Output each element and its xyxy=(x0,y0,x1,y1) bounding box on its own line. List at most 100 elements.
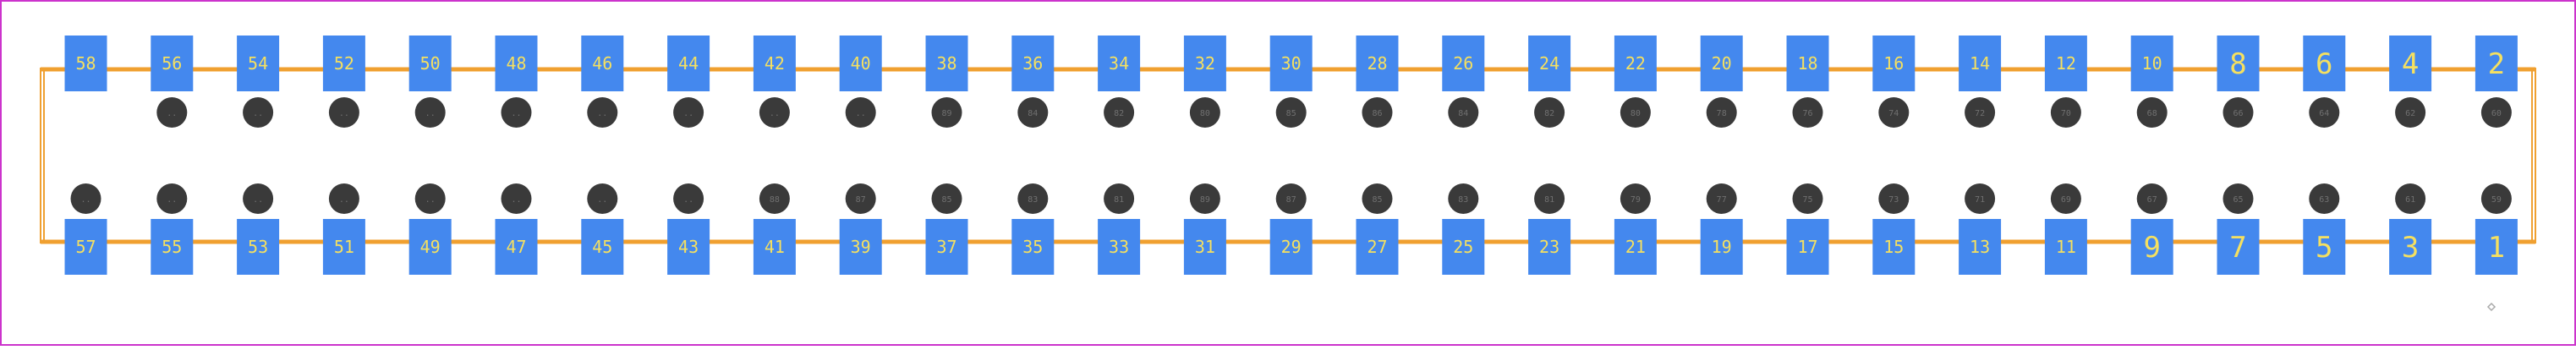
drill-hole-body xyxy=(1965,183,1996,214)
pad: 48 xyxy=(495,36,538,91)
drill-hole: .. xyxy=(243,183,274,214)
drill-hole-body xyxy=(1878,97,1910,128)
pad: 40 xyxy=(839,36,882,91)
pad-label: 35 xyxy=(1022,237,1043,257)
drill-hole-body xyxy=(759,97,790,128)
pad: 5 xyxy=(2303,219,2346,275)
pad-body xyxy=(753,219,796,275)
pad-label: 21 xyxy=(1625,237,1646,257)
pad-body xyxy=(1872,219,1916,275)
pad: 16 xyxy=(1872,36,1916,91)
drill-hole-body xyxy=(931,183,962,214)
drill-hole-body xyxy=(2395,97,2426,128)
pad-label: 40 xyxy=(851,53,871,74)
pad: 43 xyxy=(667,219,710,275)
drill-hole-label: .. xyxy=(511,109,521,118)
pad-label: 13 xyxy=(1970,237,1990,257)
drill-hole: 72 xyxy=(1965,97,1996,128)
drill-hole-body xyxy=(2480,183,2512,214)
pad: 23 xyxy=(1528,219,1571,275)
drill-hole: 67 xyxy=(2136,183,2168,214)
drill-hole-body xyxy=(673,97,704,128)
pad-label: 38 xyxy=(936,53,956,74)
drill-hole-label: 87 xyxy=(856,195,866,205)
drill-hole: .. xyxy=(845,97,876,128)
pad-body xyxy=(408,219,452,275)
pad: 6 xyxy=(2303,36,2346,91)
drill-hole: 87 xyxy=(845,183,876,214)
drill-hole-body xyxy=(1878,183,1910,214)
pad-body xyxy=(1356,219,1399,275)
pad: 55 xyxy=(151,219,194,275)
drill-hole: 82 xyxy=(1534,97,1565,128)
drill-hole: .. xyxy=(759,97,790,128)
drill-hole: 78 xyxy=(1706,97,1737,128)
drill-hole: 82 xyxy=(1104,97,1135,128)
drill-hole: 86 xyxy=(1362,97,1393,128)
pad: 27 xyxy=(1356,219,1399,275)
drill-hole-body xyxy=(845,183,876,214)
pad-label: 19 xyxy=(1712,237,1732,257)
drill-hole-body xyxy=(1275,97,1307,128)
drill-hole-label: 89 xyxy=(1200,195,1210,205)
drill-hole-body xyxy=(1448,97,1479,128)
pad-label: 34 xyxy=(1109,53,1129,74)
pad-label: 9 xyxy=(2143,231,2160,265)
drill-hole-label: 89 xyxy=(941,109,951,118)
drill-hole-body xyxy=(414,183,446,214)
drill-hole-label: 85 xyxy=(1372,195,1382,205)
pad-body xyxy=(2044,36,2087,91)
drill-hole-body xyxy=(1620,97,1651,128)
drill-hole: 59 xyxy=(2480,183,2512,214)
drill-hole: 62 xyxy=(2395,97,2426,128)
drill-hole-body xyxy=(673,183,704,214)
pad-body xyxy=(322,219,365,275)
drill-hole-label: 69 xyxy=(2061,195,2071,205)
pad-body xyxy=(495,219,538,275)
drill-hole-label: 65 xyxy=(2233,195,2243,205)
drill-hole: 81 xyxy=(1534,183,1565,214)
drill-hole-label: 63 xyxy=(2319,195,2329,205)
pad-label: 14 xyxy=(1970,53,1990,74)
pad: 25 xyxy=(1442,219,1485,275)
drill-hole-label: .. xyxy=(597,109,607,118)
drill-hole-body xyxy=(1448,183,1479,214)
drill-hole-label: 82 xyxy=(1114,109,1124,118)
drill-hole-label: 80 xyxy=(1200,109,1210,118)
pad-label: 11 xyxy=(2056,237,2076,257)
drill-hole-label: .. xyxy=(683,195,693,205)
drill-hole-label: 59 xyxy=(2491,195,2502,205)
pad: 35 xyxy=(1011,219,1055,275)
pad: 49 xyxy=(408,219,452,275)
pad: 15 xyxy=(1872,219,1916,275)
pad-label: 41 xyxy=(765,237,785,257)
drill-hole-label: .. xyxy=(856,109,866,118)
drill-hole: .. xyxy=(328,183,359,214)
pad-body xyxy=(2303,36,2346,91)
drill-hole-body xyxy=(328,97,359,128)
drill-hole-label: 67 xyxy=(2147,195,2157,205)
pad: 39 xyxy=(839,219,882,275)
pad: 36 xyxy=(1011,36,1055,91)
drill-hole-label: 83 xyxy=(1028,195,1038,205)
pad: 47 xyxy=(495,219,538,275)
drill-hole-label: 61 xyxy=(2405,195,2415,205)
pad-label: 2 xyxy=(2488,47,2505,81)
drill-hole: 89 xyxy=(931,97,962,128)
pad: 22 xyxy=(1614,36,1657,91)
pad-body xyxy=(2217,219,2260,275)
pad: 1 xyxy=(2475,219,2518,275)
pad-body xyxy=(1700,219,1743,275)
pad-label: 8 xyxy=(2229,47,2246,81)
drill-hole-label: 83 xyxy=(1458,195,1468,205)
drill-hole-label: 84 xyxy=(1028,109,1038,118)
pad: 38 xyxy=(925,36,968,91)
pad-body xyxy=(1959,36,2002,91)
pad-body xyxy=(839,219,882,275)
pad: 41 xyxy=(753,219,796,275)
pad: 11 xyxy=(2044,219,2087,275)
drill-hole-body xyxy=(1792,97,1823,128)
drill-hole-label: 80 xyxy=(1631,109,1641,118)
